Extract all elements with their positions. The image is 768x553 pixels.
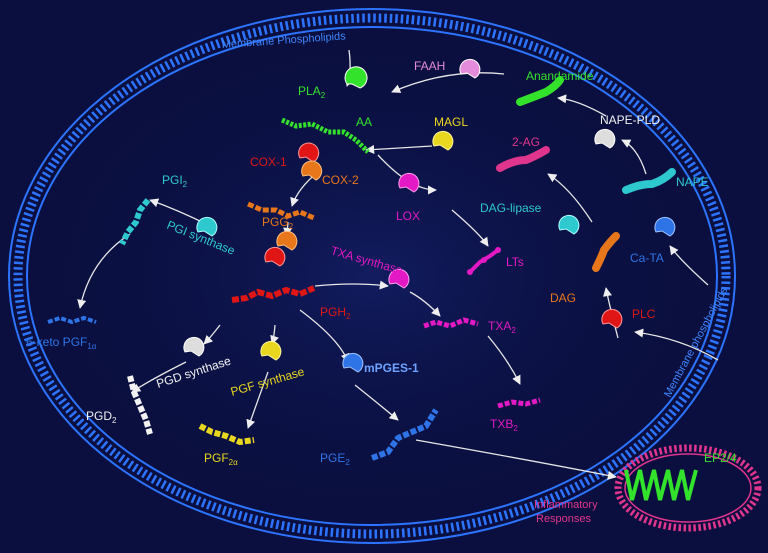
inflammatory-label: Inflammatory [534,499,598,511]
aa-label: AA [356,115,372,129]
pgh-convert-enzyme-icon [276,230,298,251]
pgi2-label: PGI2 [162,173,188,189]
pla2-enzyme-icon [344,66,368,89]
pgh2-molecule [231,285,316,303]
pgg2-molecule [247,201,315,221]
pgf-synthase-enzyme-icon [260,340,282,361]
pgg2-label: PGG2 [262,215,294,231]
ca-ta-enzyme-icon [654,216,676,237]
anandamide-molecule [516,76,564,106]
lts-label: LTs [506,255,524,269]
plc-enzyme-icon [601,308,623,329]
6-keto-label: 6-keto PGF1α [26,335,97,351]
ep24-receptor-icon [624,469,698,501]
dag-lipase-label: DAG-lipase [480,201,542,215]
pge2-label: PGE2 [320,451,350,467]
pgh2-label: PGH2 [320,305,351,321]
pgi-synthase-enzyme-icon [196,216,218,237]
pgd2-molecule [127,375,153,435]
magl-enzyme-icon [432,130,454,151]
anandamide-label: Anandamide [526,69,594,83]
2ag-label: 2-AG [512,135,540,149]
txa-synthase-enzyme-icon [388,268,410,289]
txb2-label: TXB2 [490,417,518,433]
aa-molecule [281,117,370,154]
cox1-enzyme-icon [298,142,320,163]
dag-label: DAG [550,291,576,305]
dag-molecule [592,232,620,272]
ca-ta-label: Ca-TA [630,251,664,265]
lox-label: LOX [396,209,420,223]
lox-enzyme-icon [398,172,420,193]
target-cell [614,444,762,532]
pgf2a-label: PGF2α [204,451,238,467]
pgd2-label: PGD2 [86,409,117,425]
pge2-molecule [370,408,439,461]
pgd-synthase-enzyme-icon [183,336,205,357]
txa2-molecule [423,317,479,329]
pgf2a-molecule [198,423,255,446]
mpges1-enzyme-icon [342,352,364,373]
nape-label: NAPE [676,175,709,189]
responses-label: Responses [536,513,592,525]
ep24-label: EP2/4 [704,451,737,465]
pgh-convert2-enzyme-icon [264,246,286,267]
pathway-arrows [77,49,719,480]
txb2-molecule [497,397,541,409]
nape-pld-enzyme-icon [594,128,616,149]
mpges1-label: mPGES-1 [364,361,419,375]
faah-enzyme-icon [459,58,481,79]
6-keto-molecule [47,315,97,325]
nape-pld-label: NAPE-PLD [600,113,660,127]
2ag-molecule [496,146,550,172]
magl-label: MAGL [434,115,468,129]
plasma-membrane [8,8,736,544]
txa2-label: TXA2 [488,319,516,335]
cox2-enzyme-icon [301,160,323,181]
cox1-label: COX-1 [250,155,287,169]
pgi2-molecule [119,198,151,246]
faah-label: FAAH [414,59,445,73]
dag-lipase-enzyme-icon [558,214,580,235]
cox2-label: COX-2 [322,173,359,187]
nape-molecule [622,168,676,194]
pla2-label: PLA2 [298,84,326,100]
molecules [47,76,676,461]
plc-label: PLC [632,307,656,321]
enzymes [183,58,676,373]
